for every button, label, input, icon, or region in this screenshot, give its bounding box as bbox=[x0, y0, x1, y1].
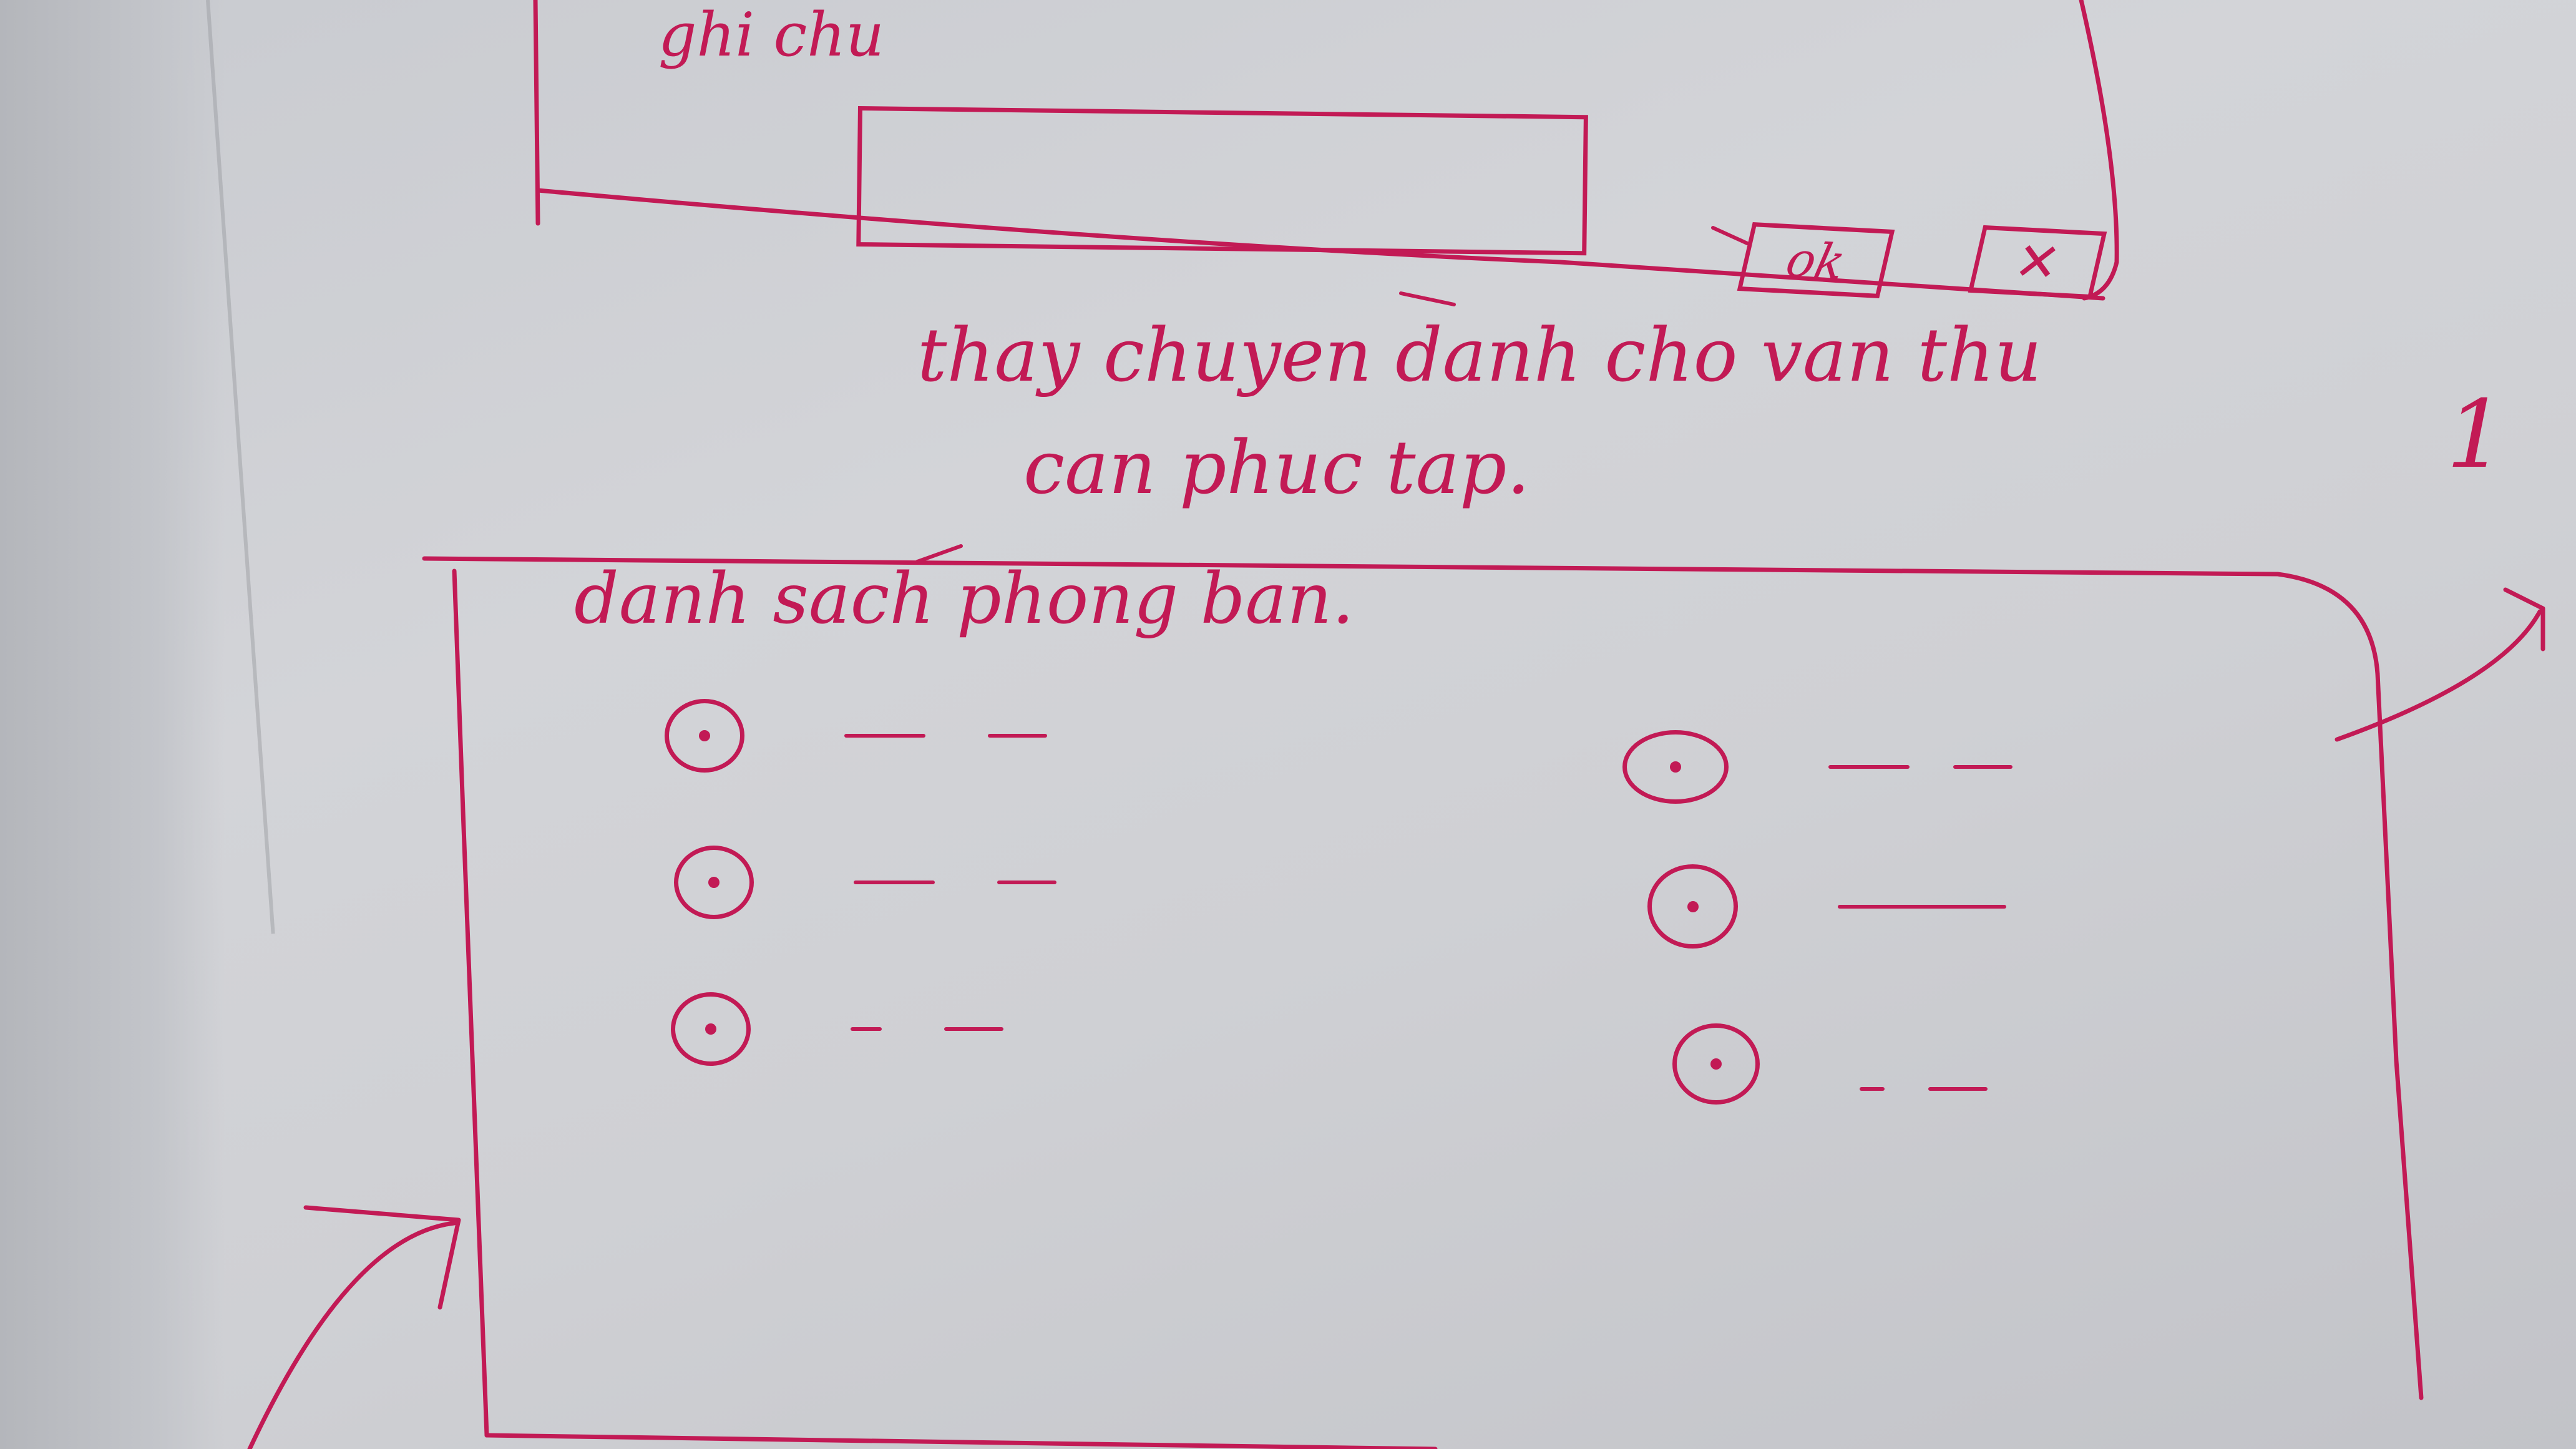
radio-option-right-3[interactable] bbox=[1672, 1023, 1988, 1105]
title-pointer-mark bbox=[915, 544, 963, 564]
paper-edge bbox=[0, 0, 225, 1449]
radio-option-label bbox=[1860, 1087, 1988, 1091]
radio-option-left-2[interactable] bbox=[674, 846, 1056, 919]
radio-selected-dot bbox=[1710, 1058, 1722, 1070]
placeholder-dash bbox=[1860, 1087, 1885, 1091]
panel-title: danh sach phong ban. bbox=[574, 559, 1354, 640]
page-marker: 1 bbox=[2446, 381, 2506, 489]
ok-pointer-mark bbox=[1711, 226, 1749, 245]
radio-circle-icon[interactable] bbox=[671, 992, 751, 1066]
arrow-left-head bbox=[303, 1205, 461, 1310]
panel-frame-top bbox=[422, 556, 2380, 676]
placeholder-dash bbox=[988, 734, 1047, 738]
radio-circle-icon[interactable] bbox=[674, 846, 754, 919]
dialog-frame-right bbox=[2079, 0, 2119, 301]
placeholder-dash bbox=[944, 1027, 1003, 1031]
caption-line-2: can phuc tap. bbox=[1023, 424, 1530, 510]
radio-selected-dot bbox=[708, 877, 720, 888]
placeholder-dash bbox=[997, 881, 1056, 884]
radio-option-left-3[interactable] bbox=[671, 992, 1003, 1066]
placeholder-dash bbox=[854, 881, 935, 884]
placeholder-dash bbox=[844, 734, 925, 738]
panel-frame-left bbox=[452, 568, 489, 1438]
panel-frame-right bbox=[2375, 671, 2424, 1400]
radio-option-label bbox=[844, 734, 1047, 738]
radio-option-right-2[interactable] bbox=[1647, 864, 2069, 949]
radio-circle-icon[interactable] bbox=[1672, 1023, 1760, 1105]
caption-line-1: thay chuyen danh cho van thu bbox=[917, 312, 2042, 398]
radio-selected-dot bbox=[705, 1023, 716, 1035]
radio-selected-dot bbox=[1670, 761, 1681, 773]
radio-circle-icon[interactable] bbox=[1622, 730, 1729, 804]
note-input[interactable] bbox=[856, 106, 1588, 256]
radio-option-label bbox=[1828, 765, 2012, 769]
radio-option-label bbox=[854, 881, 1056, 884]
radio-selected-dot bbox=[1687, 900, 1699, 912]
placeholder-dash bbox=[1828, 765, 1910, 769]
note-label: ghi chu bbox=[658, 0, 884, 70]
radio-option-right-1[interactable] bbox=[1622, 730, 2012, 804]
arrow-right-curve bbox=[2334, 609, 2542, 742]
close-button[interactable]: ✕ bbox=[1968, 225, 2107, 300]
placeholder-dash bbox=[851, 1027, 882, 1031]
radio-option-label bbox=[851, 1027, 1003, 1031]
radio-option-label bbox=[1838, 904, 2069, 909]
ok-button[interactable]: ok bbox=[1737, 222, 1895, 298]
panel-frame-bottom bbox=[484, 1433, 1438, 1449]
placeholder-dash bbox=[1838, 904, 2006, 909]
radio-circle-icon[interactable] bbox=[1647, 864, 1738, 949]
dialog-frame-left bbox=[533, 0, 540, 226]
caption-accent-mark bbox=[1399, 291, 1456, 306]
radio-selected-dot bbox=[699, 730, 710, 741]
arrow-right-head bbox=[2503, 587, 2545, 651]
placeholder-dash bbox=[1953, 765, 2012, 769]
arrow-left-curve bbox=[247, 1221, 457, 1449]
radio-option-left-1[interactable] bbox=[665, 699, 1047, 773]
radio-circle-icon[interactable] bbox=[665, 699, 744, 773]
placeholder-dash bbox=[1928, 1087, 1988, 1091]
